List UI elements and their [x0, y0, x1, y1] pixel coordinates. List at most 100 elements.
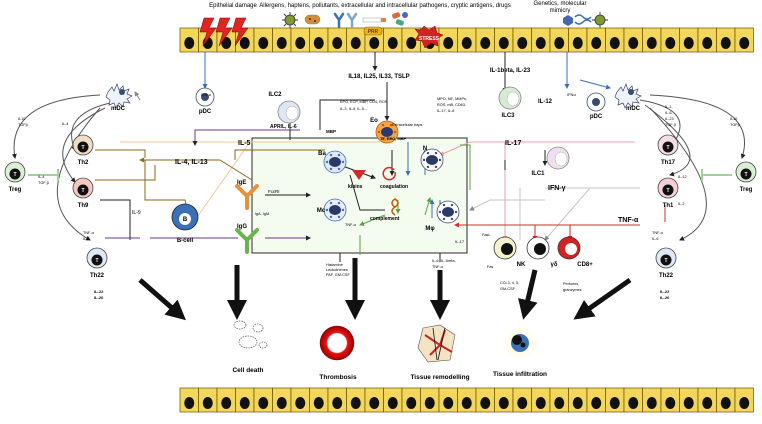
svg-text:CD8+: CD8+ [577, 262, 593, 268]
ifna-right-label: IFNα [567, 92, 576, 97]
cell-nucleus [313, 397, 324, 409]
cell-nucleus [572, 37, 583, 49]
treg-right-cell: T Treg [735, 161, 757, 193]
svg-text:T: T [666, 145, 669, 151]
ilc3-cell: ILC3 [498, 86, 522, 119]
cd8-cell: CD8+ [557, 236, 593, 268]
il17-label: IL-17 [505, 140, 521, 147]
ifng-label: IFN-γ [548, 185, 566, 192]
neutrophil-cell: N [420, 146, 444, 172]
thrombosis-label: Thrombosis [319, 374, 357, 381]
fceri-label: FcεRI [268, 189, 280, 194]
n-products-label-2: ROS, mB, CD63, [437, 103, 466, 107]
cell-nucleus [424, 397, 435, 409]
il1b-label: IL-1beta, IL-23 [490, 68, 531, 74]
ige-antibody: IgE [235, 180, 259, 210]
treg-right-cell-label: Treg [740, 187, 753, 193]
eo-products-label: EPO, ECP, MBP, CD4, ROS [340, 100, 388, 104]
svg-text:T: T [744, 172, 747, 178]
svg-text:γδ: γδ [551, 262, 558, 268]
svg-text:Mφ: Mφ [425, 226, 435, 232]
nk-cell: NK [493, 236, 526, 268]
mo-products-label-2: TNF-α [432, 265, 444, 269]
cell-nucleus [480, 37, 491, 49]
n-products-label-3: IL-17, IL-8 [437, 109, 454, 113]
tf-label: TF, EPO, MBP [380, 136, 407, 141]
ilc2-cell: ILC2 [268, 92, 301, 124]
cell-nucleus [313, 37, 324, 49]
cell-nucleus [646, 37, 657, 49]
cell-nucleus [276, 37, 287, 49]
bottom-epithelium [179, 387, 754, 413]
il5-label: IL-5 [238, 140, 251, 147]
cell-nucleus [702, 37, 713, 49]
ifna-left-label: IFN-α [201, 92, 212, 97]
cell-nucleus [702, 397, 713, 409]
cell-nucleus [461, 397, 472, 409]
svg-text:Eo: Eo [370, 118, 378, 124]
cell-nucleus [646, 397, 657, 409]
mbp-label: MBP [326, 129, 336, 134]
pdc-right-cell: pDC [586, 92, 606, 120]
cell-nucleus [683, 37, 694, 49]
il17-small-label: IL-17 [455, 239, 465, 244]
kinins-label: kinins [348, 184, 363, 190]
cell-nucleus [591, 37, 602, 49]
cell-nucleus [387, 37, 398, 49]
genetics-label-2: mimicry [550, 8, 571, 14]
macrophage-cell: Mφ [425, 200, 460, 232]
svg-text:ILC2: ILC2 [268, 92, 282, 98]
virus-icon-right [592, 12, 608, 28]
pills-icon [392, 12, 408, 26]
th22-left-cell-label: Th22 [90, 273, 105, 279]
genetics-label: Genetics, molecular [533, 1, 586, 7]
nk-products-label-2: GM-CSF [500, 287, 516, 291]
th1-cell-label: Th1 [663, 203, 674, 209]
svg-text:Ba: Ba [318, 151, 326, 157]
cell-death-label: Cell death [232, 367, 263, 374]
il12-label: IL-12 [538, 99, 553, 105]
treg-left-note: IL10 [18, 117, 25, 121]
prr-label: PRR [368, 29, 379, 35]
mo-products-label: IL-6, IL-1beta, [432, 259, 456, 263]
coagulation-label: coagulation [380, 184, 408, 190]
svg-text:IgG: IgG [237, 224, 247, 230]
cell-nucleus [202, 397, 213, 409]
fas-label: Fas [487, 265, 493, 269]
cell-nucleus [739, 37, 750, 49]
il9-label: IL-9 [132, 210, 141, 216]
svg-text:ILC3: ILC3 [501, 113, 515, 119]
cell-nucleus [369, 397, 380, 409]
th22-left-input: TNF-α [83, 231, 95, 235]
cell-death-icon [233, 320, 268, 349]
tissue-remodelling-label: Tissue remodelling [410, 374, 469, 381]
cigarette-icon [362, 17, 386, 23]
mdc-right-cell: mDC [614, 83, 642, 112]
tissue-remodelling-icon [417, 324, 456, 363]
cell-nucleus [350, 397, 361, 409]
svg-text:pDC: pDC [199, 109, 212, 115]
cell-nucleus [221, 397, 232, 409]
cell-nucleus [683, 397, 694, 409]
igg-antibody: IgG [235, 224, 259, 254]
svg-text:T: T [81, 145, 84, 151]
cell-nucleus [295, 37, 306, 49]
cell-nucleus [554, 37, 565, 49]
svg-text:IgE: IgE [237, 180, 246, 186]
svg-text:T: T [13, 172, 16, 178]
svg-text:mDC: mDC [626, 106, 641, 112]
cell-nucleus [276, 397, 287, 409]
cell-nucleus [739, 397, 750, 409]
mast-cell: Mc [317, 198, 347, 222]
svg-text:T: T [81, 188, 84, 194]
basophil-cell: Ba [318, 150, 347, 174]
svg-text:IgA, IgM: IgA, IgM [255, 212, 269, 216]
cell-nucleus [572, 397, 583, 409]
th17-input-note: IL-1, [665, 105, 673, 109]
svg-text:pDC: pDC [590, 114, 603, 120]
